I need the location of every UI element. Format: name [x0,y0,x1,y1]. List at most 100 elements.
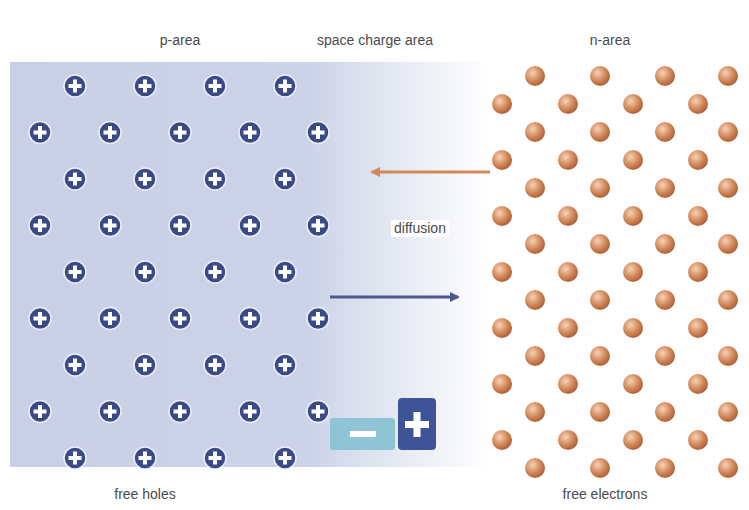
electron [688,150,708,170]
hole-plus [316,312,320,325]
electron [623,150,643,170]
electron [525,402,545,422]
hole-plus [38,405,42,418]
hole [64,354,86,376]
hole [239,122,261,144]
electron [590,458,610,478]
hole-plus [73,452,77,465]
hole-plus [38,219,42,232]
electron [590,122,610,142]
electron [655,402,675,422]
p-region [10,62,490,467]
hole [64,75,86,97]
electron [558,430,578,450]
hole [204,75,226,97]
hole-plus [38,126,42,139]
electron [492,262,512,282]
hole-plus [213,80,217,93]
hole [134,261,156,283]
hole-plus [248,219,252,232]
electron [558,374,578,394]
hole [239,215,261,237]
electron [655,458,675,478]
hole [307,401,329,423]
hole [134,75,156,97]
electron [655,234,675,254]
electron [590,346,610,366]
minus-sign [350,431,376,437]
electron [525,178,545,198]
electron [558,262,578,282]
hole [169,122,191,144]
electron [655,290,675,310]
hole-plus [38,312,42,325]
electron [718,178,738,198]
hole-plus [213,173,217,186]
electron [558,94,578,114]
hole-plus [213,266,217,279]
hole [307,122,329,144]
electron [623,206,643,226]
electron [718,234,738,254]
electron [525,290,545,310]
hole-plus [143,266,147,279]
hole-plus [73,173,77,186]
hole [204,354,226,376]
carrier-label: free electrons [563,486,648,503]
region-label: space charge area [317,32,433,49]
electron [655,346,675,366]
electron [492,206,512,226]
hole-plus [248,312,252,325]
hole-plus [73,80,77,93]
region-label: p-area [160,32,200,49]
hole [204,261,226,283]
hole-plus [316,405,320,418]
electron [492,150,512,170]
hole-plus [108,126,112,139]
negative-charge-box [330,418,395,450]
hole [239,401,261,423]
hole [134,168,156,190]
hole [64,447,86,469]
electron [688,318,708,338]
hole [239,308,261,330]
electron [558,150,578,170]
hole-plus [213,452,217,465]
electron [492,94,512,114]
electron [718,346,738,366]
electron [590,234,610,254]
hole-plus [143,359,147,372]
hole-plus [283,359,287,372]
hole-plus [248,126,252,139]
hole [29,122,51,144]
electron [718,66,738,86]
hole [134,447,156,469]
hole [307,215,329,237]
process-label: diffusion [391,220,449,237]
hole-plus [283,80,287,93]
hole [99,122,121,144]
electron [558,318,578,338]
region-label: n-area [590,32,630,49]
hole [64,261,86,283]
hole [204,447,226,469]
hole-plus [316,126,320,139]
electron [688,94,708,114]
hole [169,215,191,237]
carrier-label: free holes [114,486,175,503]
hole-plus [178,219,182,232]
electron [590,178,610,198]
hole [274,261,296,283]
hole-plus [283,266,287,279]
hole [64,168,86,190]
plus-sign [414,412,421,437]
hole-plus [73,266,77,279]
electron [718,402,738,422]
electron [655,66,675,86]
electrons [492,66,738,478]
electron [525,346,545,366]
hole [307,308,329,330]
electron [718,458,738,478]
hole-plus [108,312,112,325]
